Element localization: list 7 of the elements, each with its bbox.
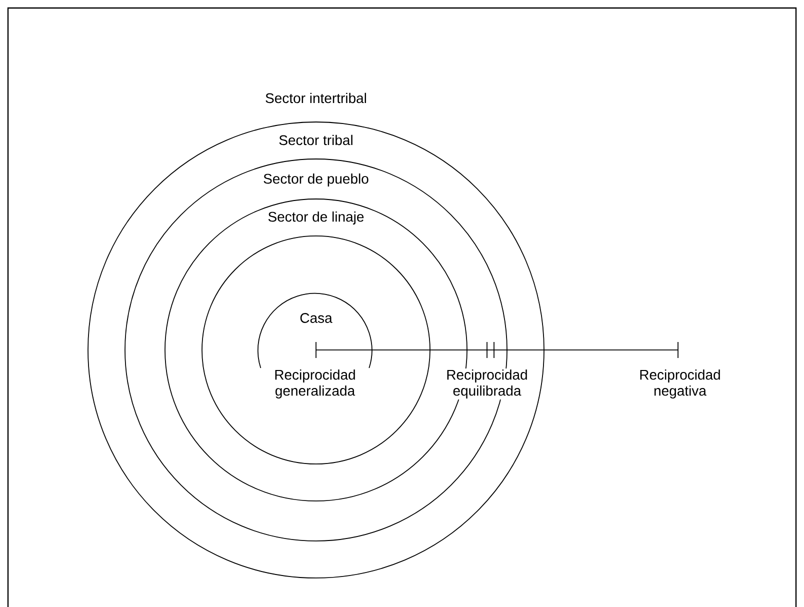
node-label: Sector tribal bbox=[279, 134, 352, 146]
node-label: Sector de pueblo bbox=[264, 173, 368, 187]
node-label: Sector intertribal bbox=[266, 92, 366, 104]
scale-label: Reciprocidad generalizada bbox=[271, 368, 359, 400]
node-label: Sector de linaje bbox=[268, 211, 364, 225]
scale-label: Reciprocidad negativa bbox=[636, 368, 724, 400]
scale-label: Reciprocidad equilibrada bbox=[443, 368, 531, 400]
